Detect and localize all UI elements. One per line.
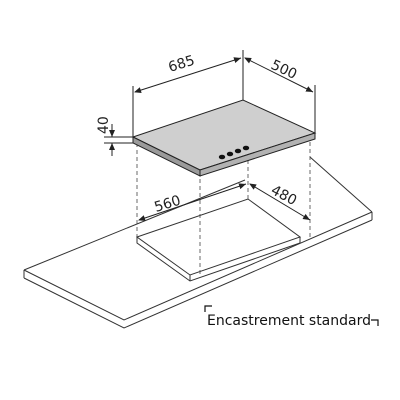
control-knob-1 [218,154,226,160]
caption-brackets [204,305,379,326]
dim-cutout-depth-line [249,183,311,221]
countertop-back-right-edge [309,156,373,213]
dim-cutout-depth-label: 480 [268,182,299,209]
control-knob-2 [226,151,234,157]
dim-width [132,50,244,137]
control-knob-4 [242,145,250,151]
dim-depth-line [244,57,314,93]
dim-depth [244,57,316,133]
dim-width-line [134,57,242,94]
caption-text: Encastrement standard [207,313,371,329]
hob [131,99,317,177]
control-knob-3 [234,148,242,154]
countertop [23,156,373,329]
caption-bracket-top-left [204,305,212,312]
dim-depth-label: 500 [268,57,299,83]
hob-front-right-side [199,132,316,177]
caption-bracket-bottom-right [371,319,379,326]
countertop-front-edge-bottom [23,219,373,329]
cutout-inner-wall [136,237,301,282]
dim-thickness-label: 40 [96,116,112,134]
dim-cutout-depth [249,183,311,221]
dim-thickness [104,124,133,156]
dim-cutout-width [138,183,247,221]
countertop-front-edge-top [23,211,373,321]
countertop-back-left-edge [23,179,246,271]
dim-cutout-width-line [138,183,247,221]
dim-cutout-width-label: 560 [152,193,182,216]
hob-top-surface [131,99,317,171]
dim-width-label: 685 [166,53,196,76]
